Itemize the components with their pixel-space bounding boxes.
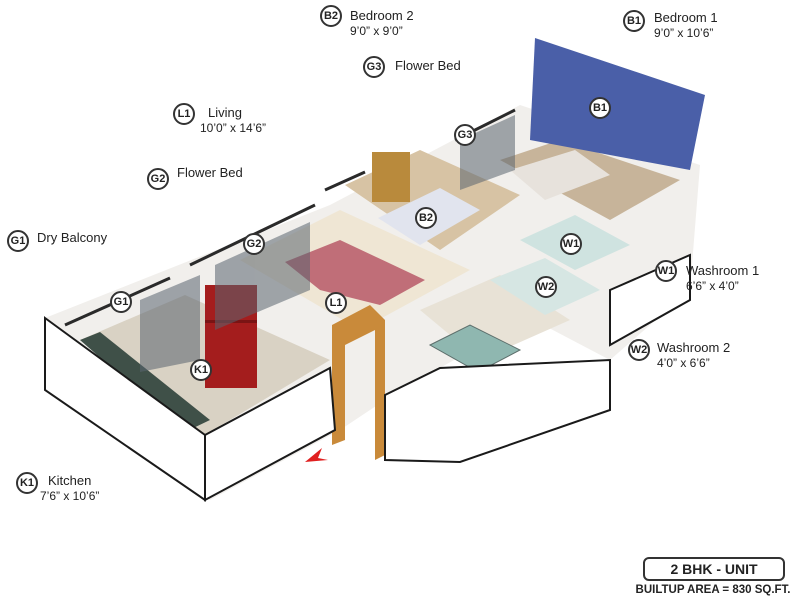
legend-kitchen-name: Kitchen [48, 473, 92, 488]
legend-bedroom2-dims: 9’0” x 9’0” [350, 24, 403, 39]
legend-g2: Flower Bed [177, 165, 243, 181]
legend-kitchen: Kitchen 7’6” x 10’6” [40, 473, 99, 504]
legend-washroom2-dims: 4’0” x 6’6” [657, 356, 710, 371]
legend-w1-badge: W1 [655, 260, 677, 282]
bedroom1-bed [510, 150, 610, 200]
legend-bedroom1: Bedroom 1 9’0” x 10’6” [654, 10, 718, 41]
legend-b1-badge: B1 [623, 10, 645, 32]
legend-g2-name: Flower Bed [177, 165, 243, 180]
legend-g1-name: Dry Balcony [37, 230, 108, 245]
legend-w2-badge: W2 [628, 339, 650, 361]
legend-living: Living 10’0” x 14’6” [200, 105, 266, 136]
dining-table [428, 324, 522, 373]
kitchen-counter [80, 332, 210, 432]
marker-g3: G3 [454, 124, 476, 146]
legend-g2-badge: G2 [147, 168, 169, 190]
marker-w2: W2 [535, 276, 557, 298]
legend-l1-badge: L1 [173, 103, 195, 125]
legend-k1-badge: K1 [16, 472, 38, 494]
legend-g1-badge: G1 [7, 230, 29, 252]
marker-b1: B1 [589, 97, 611, 119]
marker-g1: G1 [110, 291, 132, 313]
legend-washroom1-dims: 6’6” x 4’0” [686, 279, 739, 294]
marker-l1: L1 [325, 292, 347, 314]
legend-washroom1: Washroom 1 6’6” x 4’0” [686, 263, 759, 294]
legend-washroom2-name: Washroom 2 [657, 340, 731, 355]
marker-g2: G2 [243, 233, 265, 255]
legend-b2-badge: B2 [320, 5, 342, 27]
legend-g3: Flower Bed [395, 58, 461, 74]
legend-g3-name: Flower Bed [395, 58, 461, 73]
marker-w1: W1 [560, 233, 582, 255]
legend-kitchen-dims: 7’6” x 10’6” [40, 489, 100, 504]
entry-arrow [305, 448, 328, 462]
legend-washroom2: Washroom 2 4’0” x 6’6” [657, 340, 730, 371]
unit-type-box: 2 BHK - UNIT [643, 557, 785, 581]
legend-washroom1-name: Washroom 1 [686, 263, 760, 278]
wardrobe [372, 152, 410, 202]
legend-g3-badge: G3 [363, 56, 385, 78]
bedroom1-accent-wall [530, 38, 705, 170]
legend-bedroom1-dims: 9’0” x 10’6” [654, 26, 714, 41]
legend-living-dims: 10’0” x 14’6” [200, 121, 267, 136]
legend-living-name: Living [208, 105, 242, 120]
marker-k1: K1 [190, 359, 212, 381]
legend-bedroom2-name: Bedroom 2 [350, 8, 414, 23]
legend-g1: Dry Balcony [37, 230, 107, 246]
legend-bedroom1-name: Bedroom 1 [654, 10, 718, 25]
legend-bedroom2: Bedroom 2 9’0” x 9’0” [350, 8, 414, 39]
entry-frame [332, 305, 385, 460]
living-sofa [285, 240, 425, 305]
builtup-area: BUILTUP AREA = 830 SQ.FT. [635, 584, 791, 596]
marker-b2: B2 [415, 207, 437, 229]
